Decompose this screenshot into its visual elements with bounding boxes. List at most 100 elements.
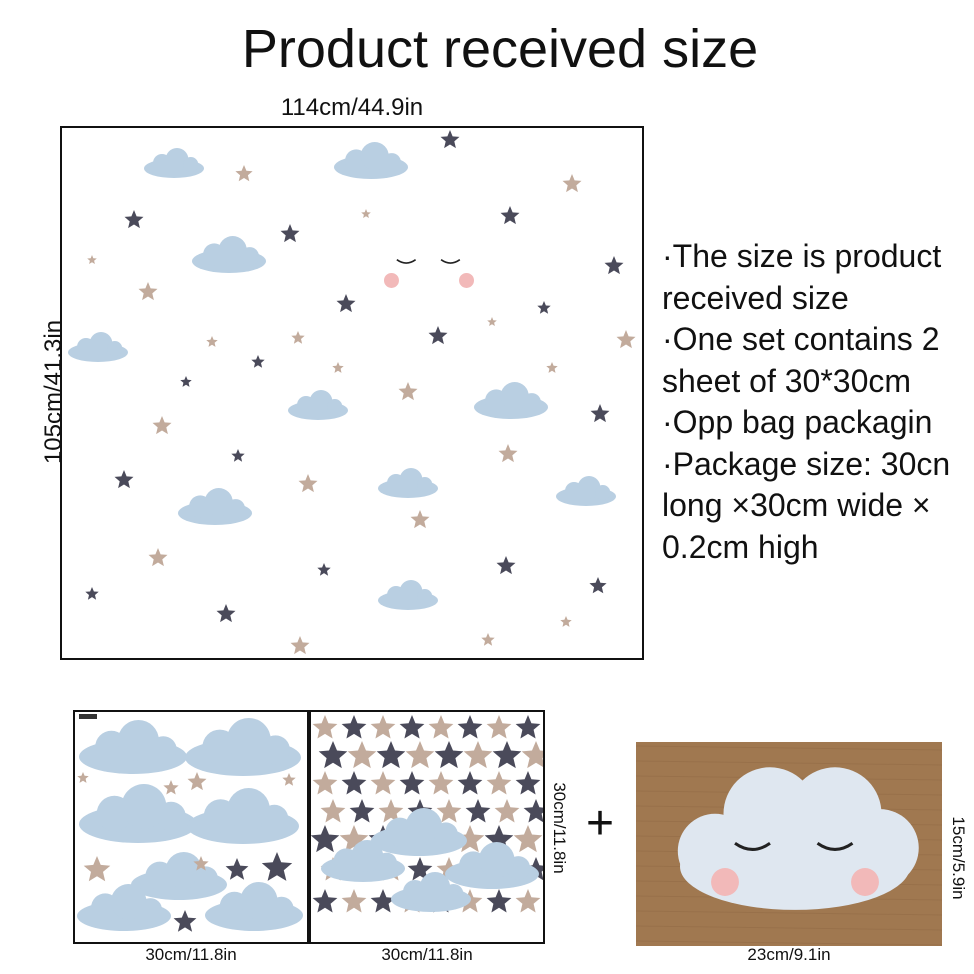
cloud-icon xyxy=(185,718,301,776)
cloud-icon xyxy=(79,784,197,843)
star-icon xyxy=(436,799,462,823)
star-icon xyxy=(398,382,418,401)
star-icon xyxy=(77,772,89,783)
wooden-cloud-illustration xyxy=(636,742,942,946)
star-icon xyxy=(515,715,541,739)
sleepy-cloud-decal xyxy=(366,218,496,296)
star-icon xyxy=(457,715,483,739)
star-sheet xyxy=(309,710,545,944)
star-icon xyxy=(320,799,346,823)
star-icon xyxy=(616,330,636,349)
star-icon xyxy=(515,771,541,795)
star-icon xyxy=(496,556,516,575)
star-icon xyxy=(370,771,396,795)
star-icon xyxy=(341,889,367,913)
closed-eye-icon xyxy=(734,841,771,851)
sheet-tag xyxy=(79,714,97,719)
star-icon xyxy=(87,255,97,264)
cloud-icon xyxy=(205,882,303,931)
star-icon xyxy=(399,715,425,739)
sheet-height-label: 30cm/11.8in xyxy=(550,782,569,874)
star-icon xyxy=(481,633,495,646)
closed-eye-icon xyxy=(816,841,854,851)
closed-eye-icon xyxy=(396,259,417,264)
cloud-height-label: 15cm/5.9in xyxy=(949,816,968,900)
star-icon xyxy=(349,799,375,823)
star-icon xyxy=(282,773,296,786)
star-icon xyxy=(332,362,344,373)
star-icon xyxy=(235,165,253,182)
wooden-cloud-photo xyxy=(636,742,942,946)
star-icon xyxy=(376,741,406,769)
star-icon xyxy=(336,294,356,313)
star-icon xyxy=(494,799,520,823)
star-icon xyxy=(318,741,348,769)
star-icon xyxy=(148,548,168,567)
star-icon xyxy=(487,317,497,326)
star-icon xyxy=(261,852,293,881)
star-icon xyxy=(370,889,396,913)
star-icon xyxy=(486,889,512,913)
star-icon xyxy=(317,563,331,576)
cloud-sheet-illustration xyxy=(77,718,303,932)
star-icon xyxy=(560,616,572,627)
star-icon xyxy=(457,771,483,795)
width-dimension-label: 114cm/44.9in xyxy=(280,94,424,121)
sheet2-width-label: 30cm/11.8in xyxy=(381,945,473,964)
star-icon xyxy=(428,715,454,739)
cloud-icon xyxy=(68,332,128,362)
star-icon xyxy=(428,771,454,795)
cloud-icon xyxy=(131,852,227,900)
cloud-sheet xyxy=(73,710,309,944)
decal-layout-illustration xyxy=(68,130,636,655)
star-icon xyxy=(152,416,172,435)
star-icon xyxy=(465,799,491,823)
cloud-icon xyxy=(391,872,471,912)
star-icon xyxy=(312,771,338,795)
star-icon xyxy=(492,741,522,769)
star-icon xyxy=(298,474,318,493)
star-icon xyxy=(124,210,144,229)
star-icon xyxy=(399,771,425,795)
cloud-icon xyxy=(378,468,438,498)
star-icon xyxy=(173,910,197,932)
cloud-icon xyxy=(321,840,405,882)
star-icon xyxy=(486,715,512,739)
cloud-icon xyxy=(371,808,467,856)
star-icon xyxy=(515,889,541,913)
star-icon xyxy=(407,857,433,881)
star-icon xyxy=(312,889,338,913)
star-icon xyxy=(523,799,543,823)
page-title: Product received size xyxy=(241,19,759,79)
star-icon xyxy=(537,301,551,314)
star-icon xyxy=(290,636,310,655)
star-icon xyxy=(361,209,371,218)
star-icon xyxy=(180,376,192,387)
blush-icon xyxy=(459,272,474,288)
star-icon xyxy=(463,741,493,769)
cloud-icon xyxy=(77,884,171,931)
star-icon xyxy=(83,856,111,882)
star-icon xyxy=(486,771,512,795)
star-icon xyxy=(521,741,543,769)
star-icon xyxy=(225,858,249,880)
product-description: ·The size is product received size ·One … xyxy=(662,238,951,565)
cloud-width-label: 23cm/9.1in xyxy=(747,945,831,964)
wooden-sleepy-cloud xyxy=(677,767,919,910)
star-icon xyxy=(410,510,430,529)
blush-icon xyxy=(711,868,739,896)
star-icon xyxy=(114,470,134,489)
cloud-icon xyxy=(79,720,187,774)
blush-icon xyxy=(851,868,879,896)
cloud-icon xyxy=(378,580,438,610)
star-icon xyxy=(434,741,464,769)
sheet1-width-label: 30cm/11.8in xyxy=(145,945,237,964)
star-icon xyxy=(513,825,543,853)
star-icon xyxy=(251,355,265,368)
star-icon xyxy=(405,741,435,769)
closed-eye-icon xyxy=(440,259,461,264)
star-icon xyxy=(280,224,300,243)
cloud-icon xyxy=(445,842,539,889)
star-icon xyxy=(562,174,582,193)
blush-icon xyxy=(384,272,399,288)
